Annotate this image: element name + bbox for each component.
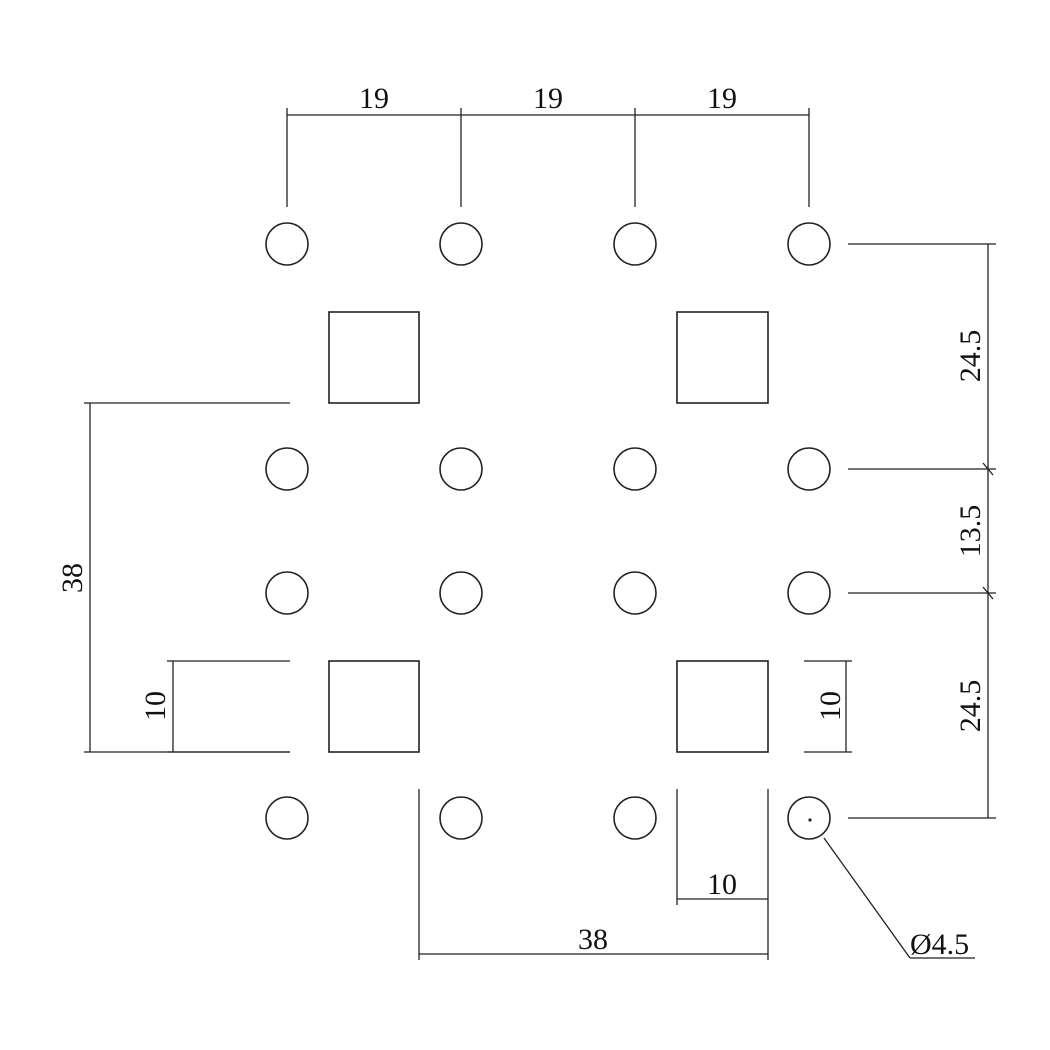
top-pitch-label-2: 19 — [533, 82, 563, 115]
bottom-span-dimension: 38 — [418, 789, 768, 960]
hole — [439, 447, 483, 491]
hole — [613, 796, 657, 840]
bottom-square-dimension: 10 — [676, 789, 769, 960]
right-upper-label: 24.5 — [954, 330, 987, 383]
square-pad-top-right — [676, 311, 769, 404]
hole — [265, 222, 309, 266]
hole — [265, 796, 309, 840]
top-pitch-label-1: 19 — [359, 82, 389, 115]
square-pads — [328, 311, 769, 753]
square-pad-top-left — [328, 311, 420, 404]
hole — [787, 796, 831, 840]
right-vertical-dimension: 24.5 13.5 24.5 — [848, 243, 996, 819]
right-lower-label: 24.5 — [954, 680, 987, 733]
top-pitch-dimension: 19 19 19 — [286, 82, 810, 207]
hole — [439, 571, 483, 615]
top-pitch-label-3: 19 — [707, 82, 737, 115]
left-square-label: 10 — [139, 691, 172, 721]
hole-grid — [265, 222, 831, 840]
hole — [439, 796, 483, 840]
square-pad-bottom-right — [676, 660, 769, 753]
hole-diameter-label: Ø4.5 — [910, 928, 969, 961]
left-square-dimension: 10 — [139, 660, 290, 753]
hole — [613, 222, 657, 266]
bottom-span-label: 38 — [578, 923, 608, 956]
hole — [787, 447, 831, 491]
hole — [265, 447, 309, 491]
hole-diameter-callout: Ø4.5 — [823, 837, 975, 961]
square-pad-bottom-left — [328, 660, 420, 753]
hole — [787, 222, 831, 266]
hole — [439, 222, 483, 266]
hole — [613, 571, 657, 615]
hole — [613, 447, 657, 491]
right-middle-label: 13.5 — [954, 505, 987, 558]
bottom-square-label: 10 — [707, 868, 737, 901]
hole-center-mark — [808, 818, 812, 822]
hole — [787, 571, 831, 615]
right-square-label: 10 — [814, 691, 847, 721]
left-span-label: 38 — [56, 563, 89, 593]
hole — [265, 571, 309, 615]
right-square-dimension: 10 — [804, 660, 852, 753]
